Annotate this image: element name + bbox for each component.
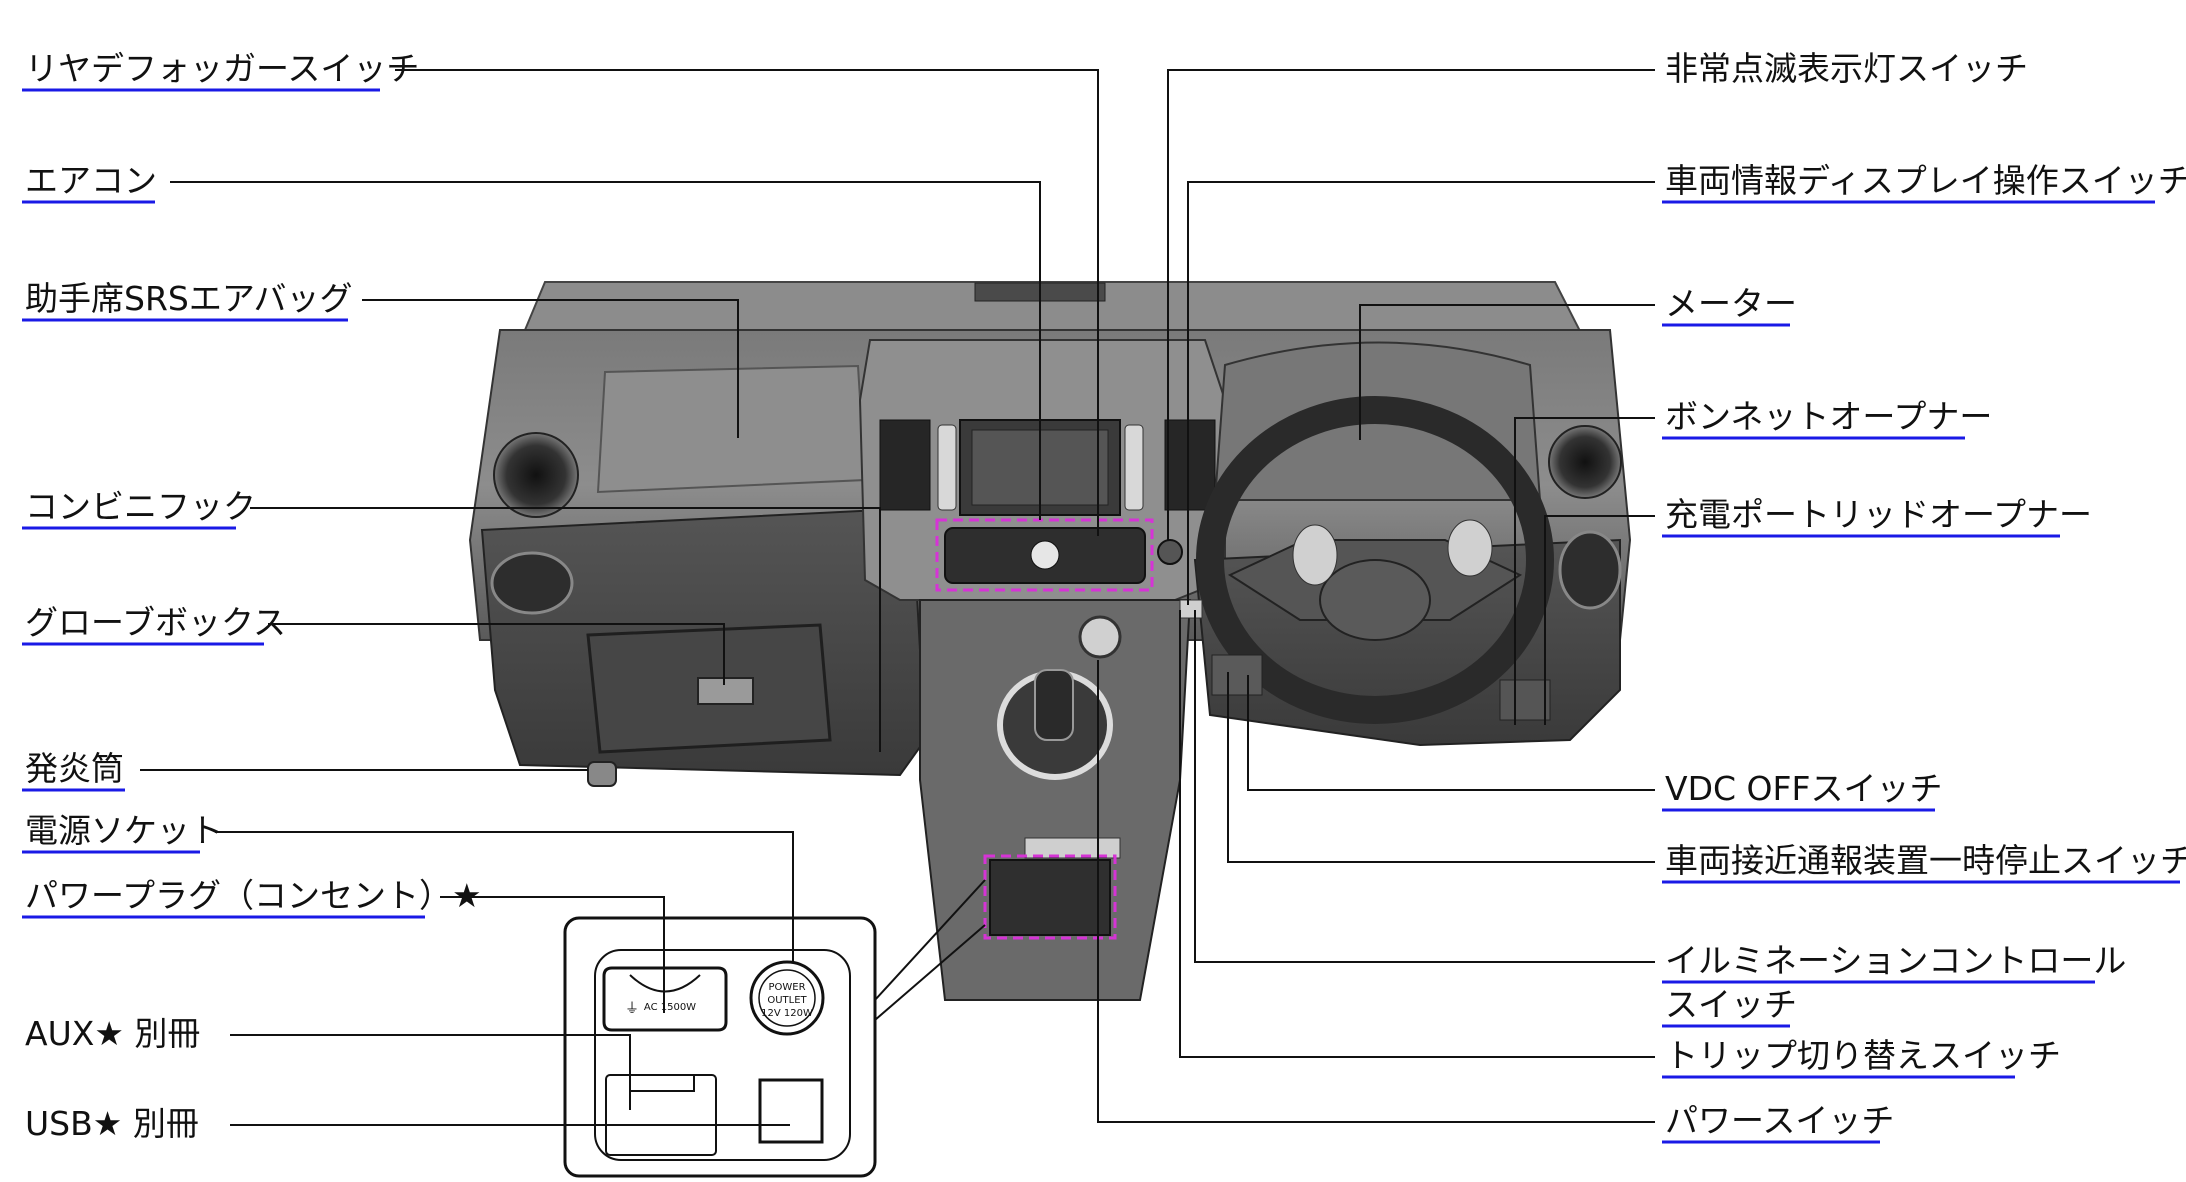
- power-outlet-inner: [758, 969, 816, 1027]
- label-aux: AUX★ 別冊: [25, 1014, 200, 1053]
- airbag-lid: [596, 364, 867, 494]
- opener-levers: [1499, 679, 1551, 721]
- dashboard-illustration: [468, 281, 1632, 1001]
- socket-inset: AC 1500W ⏚ POWER OUTLET 12V 120W: [563, 879, 986, 1178]
- label-vehicle-info-switch[interactable]: 車両情報ディスプレイ操作スイッチ: [1665, 161, 2186, 200]
- center-vent-right: [1164, 419, 1216, 511]
- left-vent: [493, 432, 579, 518]
- usb-port-cover: [758, 1078, 824, 1144]
- shifter-knob: [1034, 669, 1074, 741]
- label-convenience-hook[interactable]: コンビニフック: [25, 487, 256, 526]
- label-charge-port-opener[interactable]: 充電ポートリッドオープナー: [1665, 495, 2092, 534]
- label-illumination-line1[interactable]: イルミネーションコントロール: [1665, 941, 2126, 980]
- label-power-socket[interactable]: 電源ソケット: [25, 811, 223, 850]
- label-power-switch[interactable]: パワースイッチ: [1665, 1101, 1894, 1140]
- label-srs-airbag[interactable]: 助手席SRSエアバッグ: [25, 279, 353, 318]
- climate-center-knob: [1030, 540, 1060, 570]
- trip-illumination-switches: [1179, 599, 1203, 619]
- power-outlet-line-1: POWER: [768, 982, 805, 993]
- center-vent-left: [879, 419, 931, 511]
- power-outlet-line-2: OUTLET: [767, 995, 807, 1006]
- label-hazard: 非常点滅表示灯スイッチ: [1665, 49, 2028, 88]
- power-switch-button: [1078, 615, 1122, 659]
- label-illumination-line2[interactable]: スイッチ: [1665, 985, 1797, 1024]
- flare-canister: [587, 761, 617, 787]
- glove-box-handle: [697, 677, 754, 705]
- steering-wheel: [1196, 396, 1554, 724]
- labels-left: リヤデフォッガースイッチ エアコン 助手席SRSエアバッグ コンビニフック グロ…: [22, 49, 482, 1143]
- right-vent: [1548, 425, 1622, 499]
- label-vdc-off[interactable]: VDC OFFスイッチ: [1665, 769, 1942, 808]
- audio-buttons-right: [1124, 424, 1144, 511]
- label-rear-defogger[interactable]: リヤデフォッガースイッチ: [25, 49, 419, 88]
- label-flare[interactable]: 発炎筒: [25, 749, 124, 788]
- audio-buttons-left: [937, 424, 957, 511]
- label-trip-switch[interactable]: トリップ切り替えスイッチ: [1665, 1036, 2061, 1075]
- label-usb: USB★ 別冊: [25, 1104, 199, 1143]
- console-pocket: [989, 859, 1111, 936]
- steering-switch-right: [1447, 519, 1493, 577]
- label-approach-alert[interactable]: 車両接近通報装置一時停止スイッチ: [1665, 841, 2186, 880]
- console-highlight-box: [983, 854, 1117, 940]
- hazard-button: [1157, 539, 1183, 565]
- steering-switch-left: [1292, 524, 1338, 586]
- label-glove-box[interactable]: グローブボックス: [25, 603, 286, 642]
- console-buttons: [1024, 837, 1121, 859]
- center-console: [919, 599, 1192, 1001]
- climate-highlight-box: [935, 518, 1154, 592]
- aux-port-lip: [629, 1074, 695, 1092]
- plug-icon: ⏚: [625, 1001, 639, 1017]
- left-cupholder: [490, 551, 574, 615]
- label-aircon[interactable]: エアコン: [25, 161, 157, 200]
- label-bonnet-opener[interactable]: ボンネットオープナー: [1665, 397, 1992, 436]
- right-cupholder: [1558, 530, 1622, 610]
- steering-hub: [1319, 559, 1431, 641]
- power-plug-rating: AC 1500W: [644, 1002, 696, 1013]
- labels-right: 非常点滅表示灯スイッチ 車両情報ディスプレイ操作スイッチ メーター ボンネットオ…: [1662, 49, 2186, 1144]
- label-power-plug[interactable]: パワープラグ（コンセント）★: [25, 876, 482, 915]
- label-meter[interactable]: メーター: [1665, 284, 1797, 323]
- driver-switches: [1211, 654, 1263, 696]
- leader-lines: [140, 69, 1655, 1126]
- power-outlet-line-3: 12V 120W: [761, 1008, 813, 1019]
